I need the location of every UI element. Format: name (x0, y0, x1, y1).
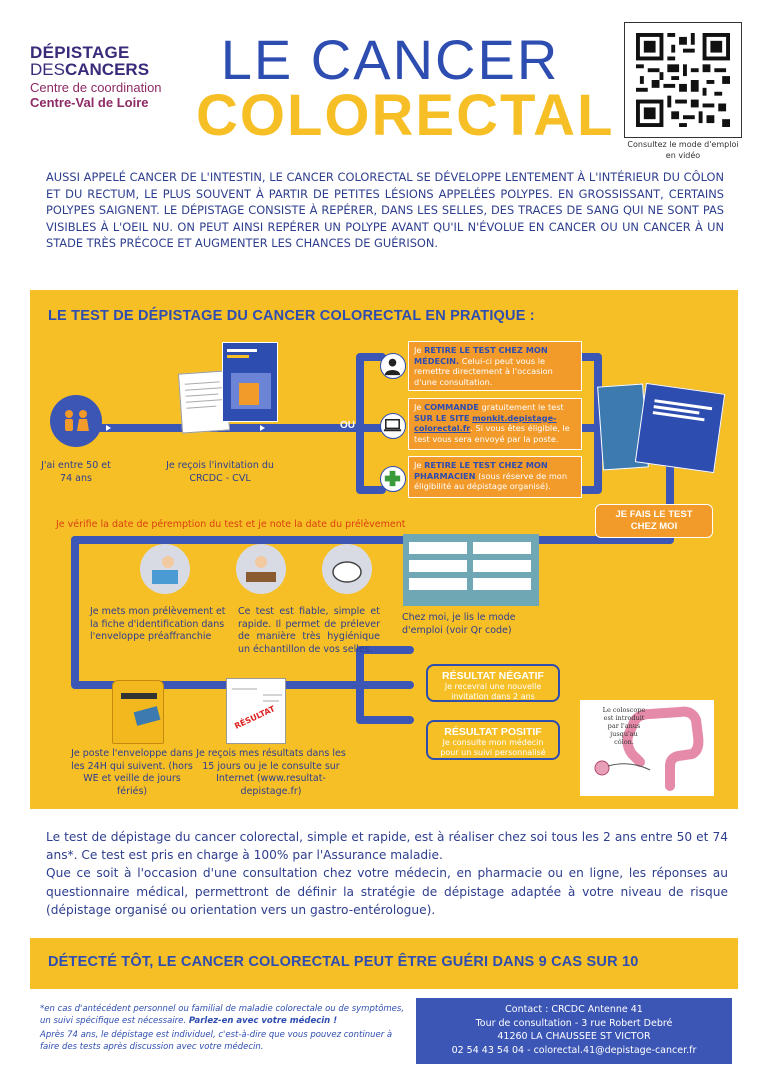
result-negative-title: RÉSULTAT NÉGATIF (442, 670, 544, 682)
footnote-p2: Après 74 ans, le dépistage est individue… (40, 1030, 393, 1052)
contact-box: Contact : CRCDC Antenne 41 Tour de consu… (416, 998, 732, 1064)
option-pharmacy: Je RETIRE LE TEST CHEZ MON PHARMACIEN (s… (408, 456, 582, 498)
intro-paragraph: AUSSI APPELÉ CANCER DE L'INTESTIN, LE CA… (46, 170, 724, 250)
bottom-paragraph-1: Le test de dépistage du cancer colorecta… (46, 830, 728, 863)
brochure-doc (222, 342, 278, 422)
doctor-icon (380, 353, 406, 379)
envelope-step-icon (140, 544, 190, 594)
contact-line1: Contact : CRCDC Antenne 41 (505, 1004, 643, 1015)
mailbox-icon (112, 680, 164, 744)
logo-line2: DESCANCERS (30, 60, 150, 79)
contact-line3: 41260 LA CHAUSSEE ST VICTOR (497, 1031, 651, 1042)
footnote: *en cas d'antécédent personnel ou famili… (40, 1003, 410, 1053)
step-envelope-text: Je mets mon prélèvement et la fiche d'id… (90, 606, 226, 642)
colon-icon (594, 706, 704, 791)
bottom-paragraph-2: Que ce soit à l'occasion d'une consultat… (46, 866, 728, 917)
results-doc: RÉSULTAT (226, 678, 286, 744)
logo-line4: Centre-Val de Loire (30, 95, 149, 110)
pharmacy-icon (380, 466, 406, 492)
banner (30, 938, 738, 989)
step-instructions-text: Chez moi, je lis le mode d'emploi (voir … (402, 612, 516, 636)
result-positive-title: RÉSULTAT POSITIF (444, 726, 542, 738)
test-kit-leaflet (634, 382, 726, 474)
result-negative: RÉSULTAT NÉGATIF Je recevrai une nouvell… (426, 664, 560, 702)
qr-caption: Consultez le mode d'emploi en vidéo (627, 140, 739, 160)
qr-code[interactable] (624, 22, 742, 138)
step-post-text: Je poste l'enveloppe dans les 24H qui su… (71, 748, 193, 797)
result-positive-sub: Je consulte mon médecin pour un suivi pe… (440, 738, 546, 757)
bottom-text: Le test de dépistage du cancer colorecta… (46, 828, 728, 919)
toilet-step-icon (322, 544, 372, 594)
contact-line4[interactable]: 02 54 43 54 04 - colorectal.41@depistage… (451, 1044, 697, 1056)
footnote-p1: *en cas d'antécédent personnel ou famili… (40, 1004, 405, 1026)
step-results-text: Je reçois mes résultats dans les 15 jour… (196, 748, 346, 797)
instructions-leaflet (403, 534, 539, 606)
letter-doc (177, 370, 231, 434)
sample-step-icon (236, 544, 286, 594)
logo-line3: Centre de coordination (30, 80, 162, 95)
title-line1: LE CANCER (220, 28, 560, 91)
option-doctor: Je RETIRE LE TEST CHEZ MON MÉDECIN. Celu… (408, 341, 582, 391)
people-icon (50, 395, 102, 447)
step-reliable-text: Ce test est fiable, simple et rapide. Il… (238, 606, 380, 655)
colon-illustration: Le coloscope est introduit par l'anus ju… (580, 700, 714, 796)
laptop-icon (380, 413, 406, 439)
qr-code-icon (636, 33, 730, 127)
title-line2: COLORECTAL (196, 83, 615, 148)
expiry-check-note: Je vérifie la date de péremption du test… (56, 519, 406, 530)
flow-path (56, 353, 674, 724)
logo-line1: DÉPISTAGE (30, 43, 130, 62)
monkit-link[interactable]: monkit.depistage-colorectal.fr (414, 412, 557, 434)
ou-label: OU (340, 420, 355, 431)
option-online: Je COMMANDE gratuitement le test SUR LE … (408, 398, 582, 450)
logo: DÉPISTAGE DESCANCERS Centre de coordinat… (30, 44, 190, 110)
contact-line2: Tour de consultation - 3 rue Robert Debr… (475, 1017, 673, 1029)
age-label: J'ai entre 50 et 74 ans (41, 460, 111, 484)
banner-text: DÉTECTÉ TÔT, LE CANCER COLORECTAL PEUT Ê… (48, 954, 639, 970)
panel-title: LE TEST DE DÉPISTAGE DU CANCER COLORECTA… (48, 308, 535, 324)
result-negative-sub: Je recevrai une nouvelle invitation dans… (444, 682, 542, 701)
invitation-label: Je reçois l'invitation du CRCDC - CVL (166, 460, 274, 484)
result-positive: RÉSULTAT POSITIF Je consulte mon médecin… (426, 720, 560, 760)
colonoscope-caption: Le coloscope est introduit par l'anus ju… (602, 706, 646, 746)
do-test-at-home: JE FAIS LE TEST CHEZ MOI (595, 504, 713, 538)
